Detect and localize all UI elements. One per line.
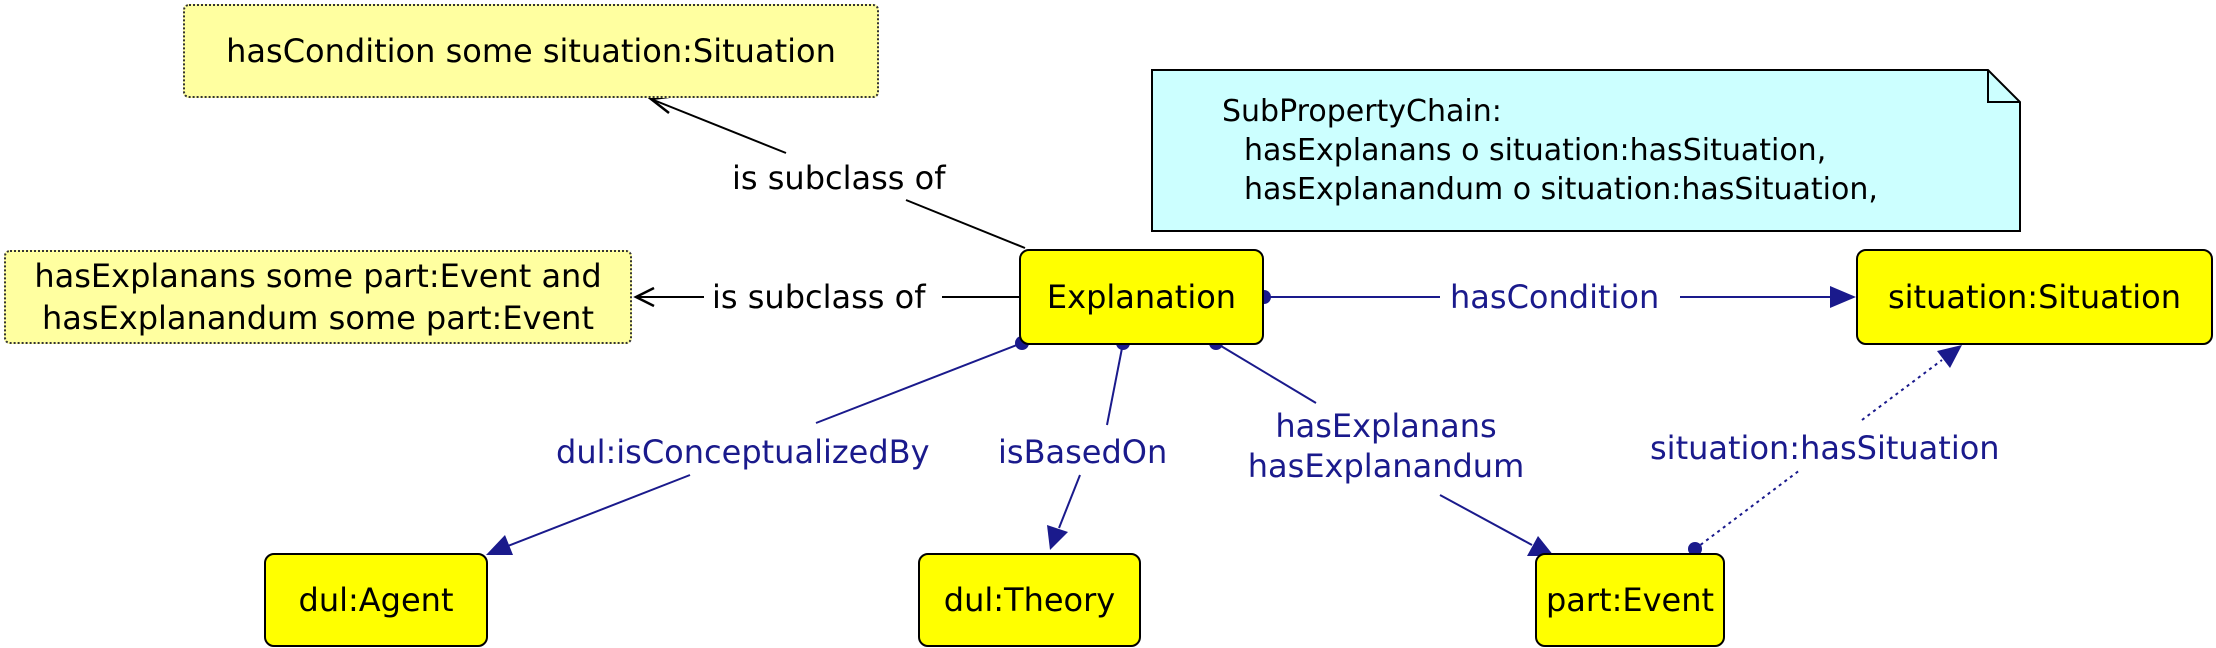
- node-theory[interactable]: dul:Theory: [918, 553, 1141, 647]
- edge-label-subclass-left: is subclass of: [706, 277, 932, 317]
- node-agent-label: dul:Agent: [298, 581, 454, 619]
- node-theory-label: dul:Theory: [943, 581, 1116, 619]
- edge-label-has-situation: situation:hasSituation: [1644, 428, 2006, 468]
- edge-label-is-based-on: isBasedOn: [992, 432, 1174, 472]
- note-line-3: hasExplanandum o situation:hasSituation,: [1244, 172, 1878, 207]
- node-event[interactable]: part:Event: [1535, 553, 1725, 647]
- anonymous-class-has-condition[interactable]: hasCondition some situation:Situation: [183, 4, 879, 98]
- edge-is-conceptualized-by: [486, 336, 1029, 555]
- edge-has-situation: [1688, 345, 1962, 556]
- node-explanation-label: Explanation: [1046, 278, 1237, 316]
- node-agent[interactable]: dul:Agent: [264, 553, 488, 647]
- anonymous-class-has-condition-label: hasCondition some situation:Situation: [226, 32, 836, 70]
- node-explanation[interactable]: Explanation: [1019, 249, 1264, 345]
- note-line-2: hasExplanans o situation:hasSituation,: [1244, 133, 1827, 168]
- edge-label-has-explanandum: hasExplanandum: [1241, 446, 1531, 486]
- anonymous-class-explanans[interactable]: hasExplanans some part:Event and hasExpl…: [4, 250, 632, 344]
- note-line-1: SubPropertyChain:: [1222, 94, 1502, 129]
- edge-label-is-conceptualized-by: dul:isConceptualizedBy: [550, 432, 936, 472]
- node-situation[interactable]: situation:Situation: [1856, 249, 2213, 345]
- node-event-label: part:Event: [1545, 581, 1715, 619]
- note-box: [1151, 69, 2021, 232]
- edge-subclass-left: [633, 286, 1019, 308]
- edge-has-explanans: [1209, 336, 1554, 556]
- edge-label-subclass-top: is subclass of: [726, 158, 952, 198]
- edge-label-has-explanans: hasExplanans: [1269, 406, 1503, 446]
- anonymous-class-explanans-line-1: hasExplanans some part:Event and: [34, 257, 602, 295]
- anonymous-class-explanans-line-2: hasExplanandum some part:Event: [42, 299, 594, 337]
- edge-label-has-condition: hasCondition: [1444, 277, 1666, 317]
- edge-label-has-explanans-group: hasExplanans hasExplanandum: [1236, 406, 1536, 486]
- node-situation-label: situation:Situation: [1887, 278, 2181, 316]
